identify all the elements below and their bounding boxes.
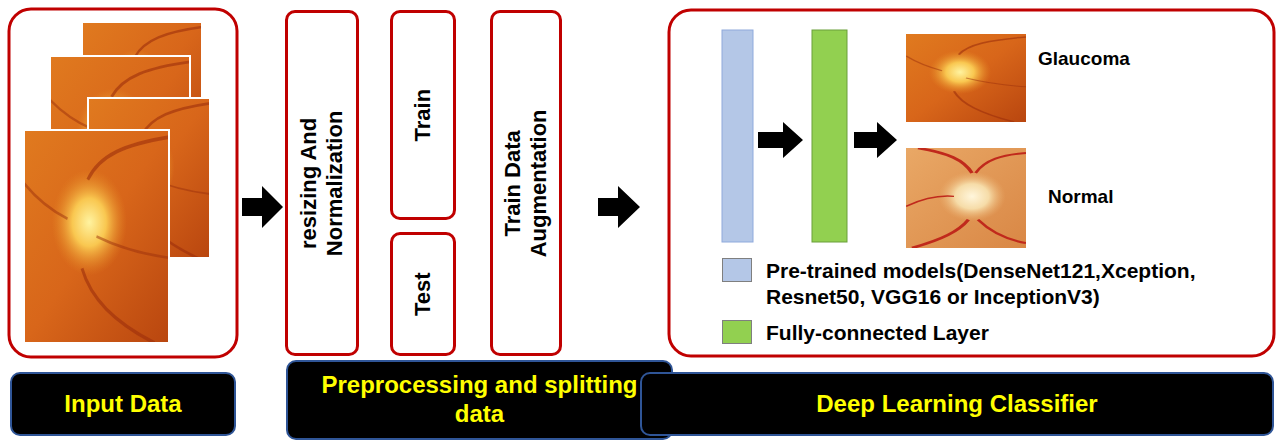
class-label: Glaucoma [1038, 48, 1130, 70]
flow-arrow [758, 122, 803, 158]
stage-label: Input Data [10, 372, 236, 436]
flow-arrow [598, 186, 640, 228]
split-box: Test [390, 232, 456, 356]
legend-swatch [722, 258, 752, 282]
flow-arrow [242, 186, 283, 228]
stage-title: Deep Learning Classifier [816, 390, 1097, 419]
legend-row: Fully-connected Layer [722, 320, 1262, 346]
process-box: Train Data Augmentation [490, 10, 562, 356]
glaucoma-image [906, 34, 1026, 122]
image-border [24, 130, 169, 343]
box-text: Train Data Augmentation [500, 103, 553, 263]
fundus-image [24, 130, 169, 343]
stage-title: Preprocessing and splitting data [300, 371, 659, 429]
stage-label: Deep Learning Classifier [640, 372, 1274, 436]
stage-title: Input Data [64, 390, 181, 419]
legend-row: Pre-trained models(DenseNet121,Xception,… [722, 258, 1262, 311]
box-text: Train [410, 25, 436, 205]
box-text: resizing And Normalization [296, 83, 349, 283]
stage-label: Preprocessing and splitting data [286, 360, 673, 440]
split-box: Train [390, 10, 456, 220]
classifier-panel [669, 10, 1274, 356]
input-panel [9, 9, 237, 357]
flow-arrow [854, 122, 897, 158]
legend-text: Pre-trained models(DenseNet121,Xception,… [766, 258, 1262, 311]
legend-swatch [722, 320, 752, 344]
process-box: resizing And Normalization [285, 10, 359, 356]
pretrained-block [722, 30, 753, 242]
box-text: Test [410, 244, 436, 344]
normal-image [906, 148, 1026, 248]
class-label: Normal [1048, 186, 1113, 208]
dense-block [812, 30, 847, 242]
legend-text: Fully-connected Layer [766, 320, 1262, 346]
